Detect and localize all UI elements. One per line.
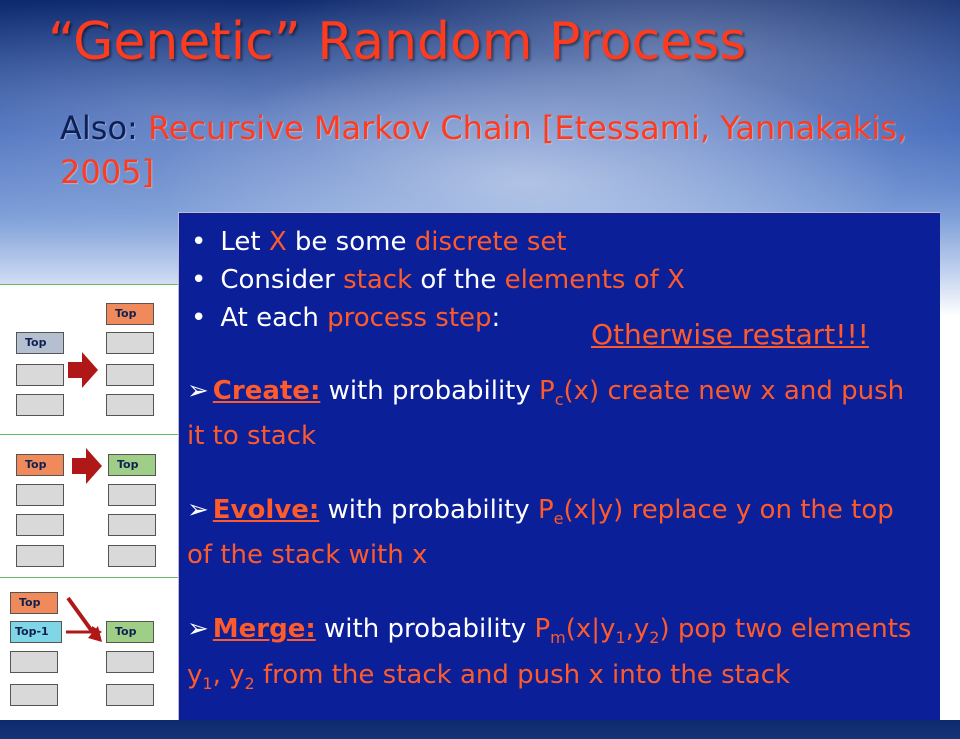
stack-box bbox=[16, 545, 64, 567]
bullet-item: Consider stack of the elements of X bbox=[191, 261, 685, 299]
arrow-right-icon bbox=[72, 448, 102, 484]
bullet-list: Let X be some discrete set Consider stac… bbox=[191, 223, 685, 337]
subtitle-citation: [Etessami, Yannakakis, 2005] bbox=[60, 109, 907, 191]
stack-top-box: Top bbox=[16, 332, 64, 354]
stack-box bbox=[16, 394, 64, 416]
stack-box bbox=[10, 651, 58, 673]
bullet-item: Let X be some discrete set bbox=[191, 223, 685, 261]
rule-merge: ➢Merge: with probability Pm(x|y1,y2) pop… bbox=[187, 614, 912, 693]
divider bbox=[0, 434, 178, 435]
divider bbox=[0, 284, 178, 285]
slide-subtitle: Also: Recursive Markov Chain [Etessami, … bbox=[60, 106, 940, 194]
stack-box bbox=[106, 651, 154, 673]
subtitle-prefix: Also: bbox=[60, 109, 148, 147]
stack-box bbox=[106, 394, 154, 416]
stack-box bbox=[108, 545, 156, 567]
arrow-bullet-icon: ➢ bbox=[187, 495, 209, 526]
stack-top-box-new: Top bbox=[106, 303, 154, 325]
stack-top-minus-box: Top-1 bbox=[10, 621, 62, 643]
stack-box bbox=[106, 364, 154, 386]
content-box: Let X be some discrete set Consider stac… bbox=[178, 212, 940, 720]
stack-top-box: Top bbox=[16, 454, 64, 476]
arrow-merge-icon bbox=[66, 626, 102, 638]
arrow-bullet-icon: ➢ bbox=[187, 376, 209, 406]
restart-link[interactable]: Otherwise restart!!! bbox=[591, 318, 869, 351]
stack-top-box-evolved: Top bbox=[108, 454, 156, 476]
arrow-right-icon bbox=[68, 352, 98, 388]
bullet-item: At each process step: bbox=[191, 299, 685, 337]
subtitle-red-text: Recursive Markov Chain bbox=[147, 109, 542, 147]
stack-top-box-merged: Top bbox=[106, 621, 154, 643]
stack-box bbox=[108, 514, 156, 536]
stack-box bbox=[16, 514, 64, 536]
stack-box bbox=[106, 684, 154, 706]
stack-diagrams: Top Top Top Top Top Top-1 Top bbox=[0, 284, 178, 720]
stack-box bbox=[10, 684, 58, 706]
rule-create: ➢Create: with probability Pc(x) create n… bbox=[187, 376, 905, 452]
arrow-bullet-icon: ➢ bbox=[187, 614, 209, 645]
stack-box bbox=[106, 332, 154, 354]
stack-box bbox=[16, 484, 64, 506]
rule-evolve: ➢Evolve: with probability Pe(x|y) replac… bbox=[187, 495, 894, 571]
rules-list: ➢Create: with probability Pc(x) create n… bbox=[187, 373, 927, 739]
stack-box bbox=[108, 484, 156, 506]
slide-title: “Genetic” Random Process bbox=[48, 12, 747, 72]
stack-top-box: Top bbox=[10, 592, 58, 614]
divider bbox=[0, 577, 178, 578]
stack-box bbox=[16, 364, 64, 386]
